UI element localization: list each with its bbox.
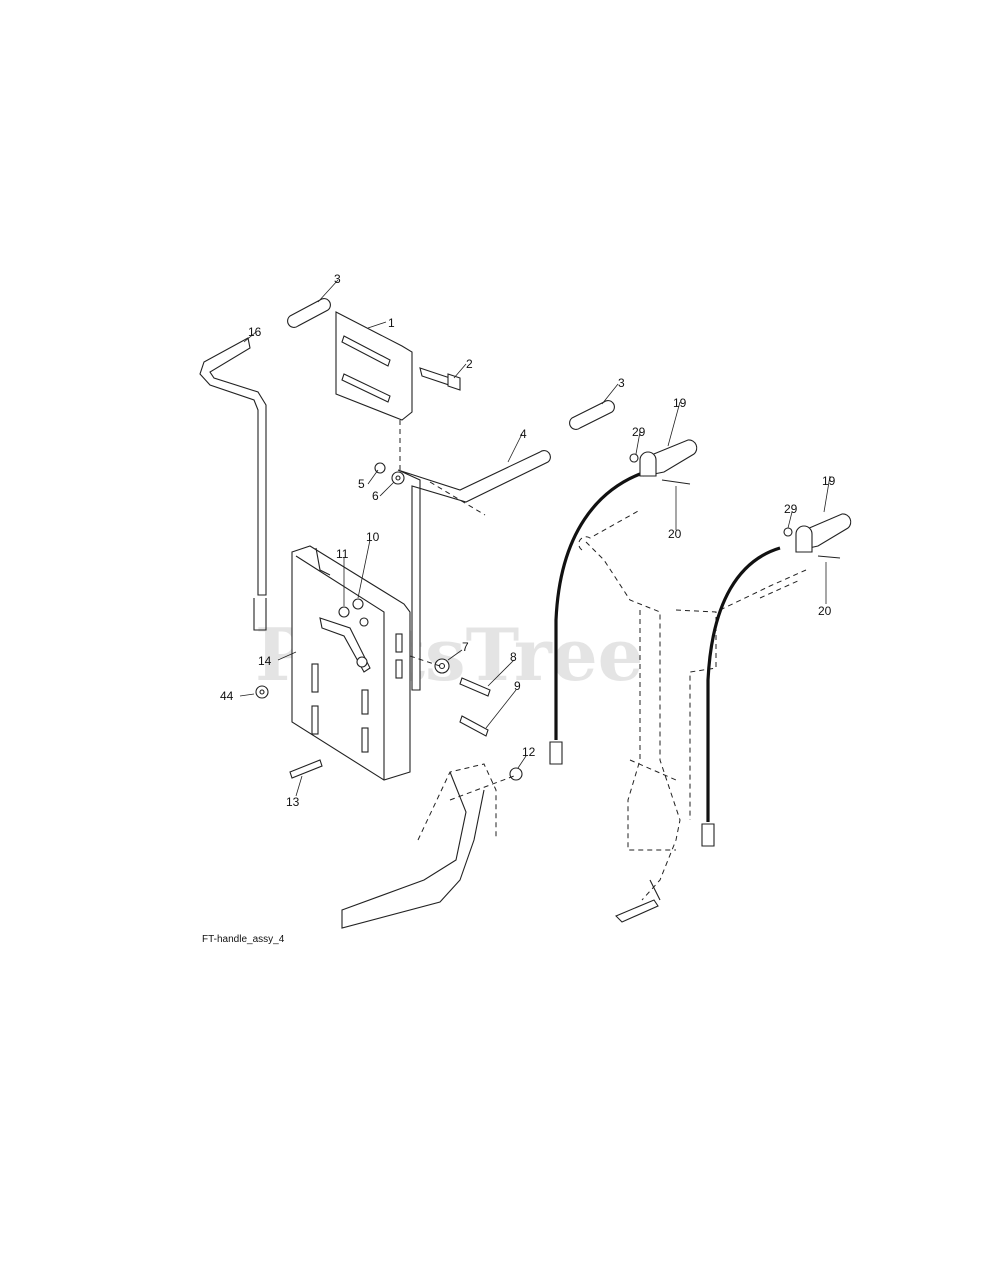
grip-part-3-lower <box>569 400 615 430</box>
callout-4: 4 <box>520 427 527 441</box>
washer-part-6 <box>391 471 405 485</box>
control-cable-right <box>701 546 781 847</box>
bolt-part-2 <box>419 367 461 391</box>
handle-rod-part-16 <box>199 337 267 631</box>
handle-bar-part-4 <box>397 450 551 691</box>
handle-assembly-outline-right <box>578 509 807 923</box>
callout-3b: 3 <box>618 376 625 390</box>
screw-part-13 <box>289 759 323 779</box>
callout-1: 1 <box>388 316 395 330</box>
callout-20a: 20 <box>668 527 682 541</box>
hardware-part-11 <box>338 606 350 618</box>
control-lever-part-19-right <box>795 513 852 553</box>
control-cable-left <box>549 472 641 765</box>
callout-19a: 19 <box>673 396 687 410</box>
washer-part-7 <box>434 658 450 674</box>
callout-14: 14 <box>258 654 272 668</box>
callout-7: 7 <box>462 640 469 654</box>
deck-housing-outline-left <box>341 763 515 929</box>
pin-part-29-right <box>783 527 793 537</box>
hardware-part-10 <box>352 598 369 627</box>
callout-labels: 3 1 16 2 3 4 19 29 5 6 20 19 29 10 11 20… <box>220 272 836 809</box>
callout-8: 8 <box>510 650 517 664</box>
callout-44: 44 <box>220 689 234 703</box>
nut-part-44 <box>255 685 269 699</box>
callout-13: 13 <box>286 795 300 809</box>
callout-20b: 20 <box>818 604 832 618</box>
hardware-pivot <box>356 656 368 668</box>
diagram-caption: FT-handle_assy_4 <box>202 934 285 945</box>
callout-16: 16 <box>248 325 262 339</box>
callout-29a: 29 <box>632 425 646 439</box>
callout-6: 6 <box>372 489 379 503</box>
bolt-part-9 <box>459 715 489 737</box>
callout-29b: 29 <box>784 502 798 516</box>
callout-10: 10 <box>366 530 380 544</box>
nut-part-12 <box>509 767 523 781</box>
callout-19b: 19 <box>822 474 836 488</box>
callout-12: 12 <box>522 745 536 759</box>
spring-part-20-right <box>817 555 841 559</box>
leader-lines <box>239 279 831 797</box>
grip-part-3-upper <box>287 298 331 328</box>
callout-9: 9 <box>514 679 521 693</box>
control-lever-part-19-left <box>639 439 698 477</box>
callout-11: 11 <box>336 547 349 561</box>
pin-part-29-left <box>629 453 639 463</box>
bolt-part-8 <box>459 677 491 697</box>
slotted-plate-part-1 <box>335 311 413 421</box>
bracket-part-14 <box>291 545 411 781</box>
callout-3a: 3 <box>334 272 341 286</box>
spring-part-20-left <box>661 479 691 485</box>
callout-5: 5 <box>358 477 365 491</box>
callout-2: 2 <box>466 357 473 371</box>
